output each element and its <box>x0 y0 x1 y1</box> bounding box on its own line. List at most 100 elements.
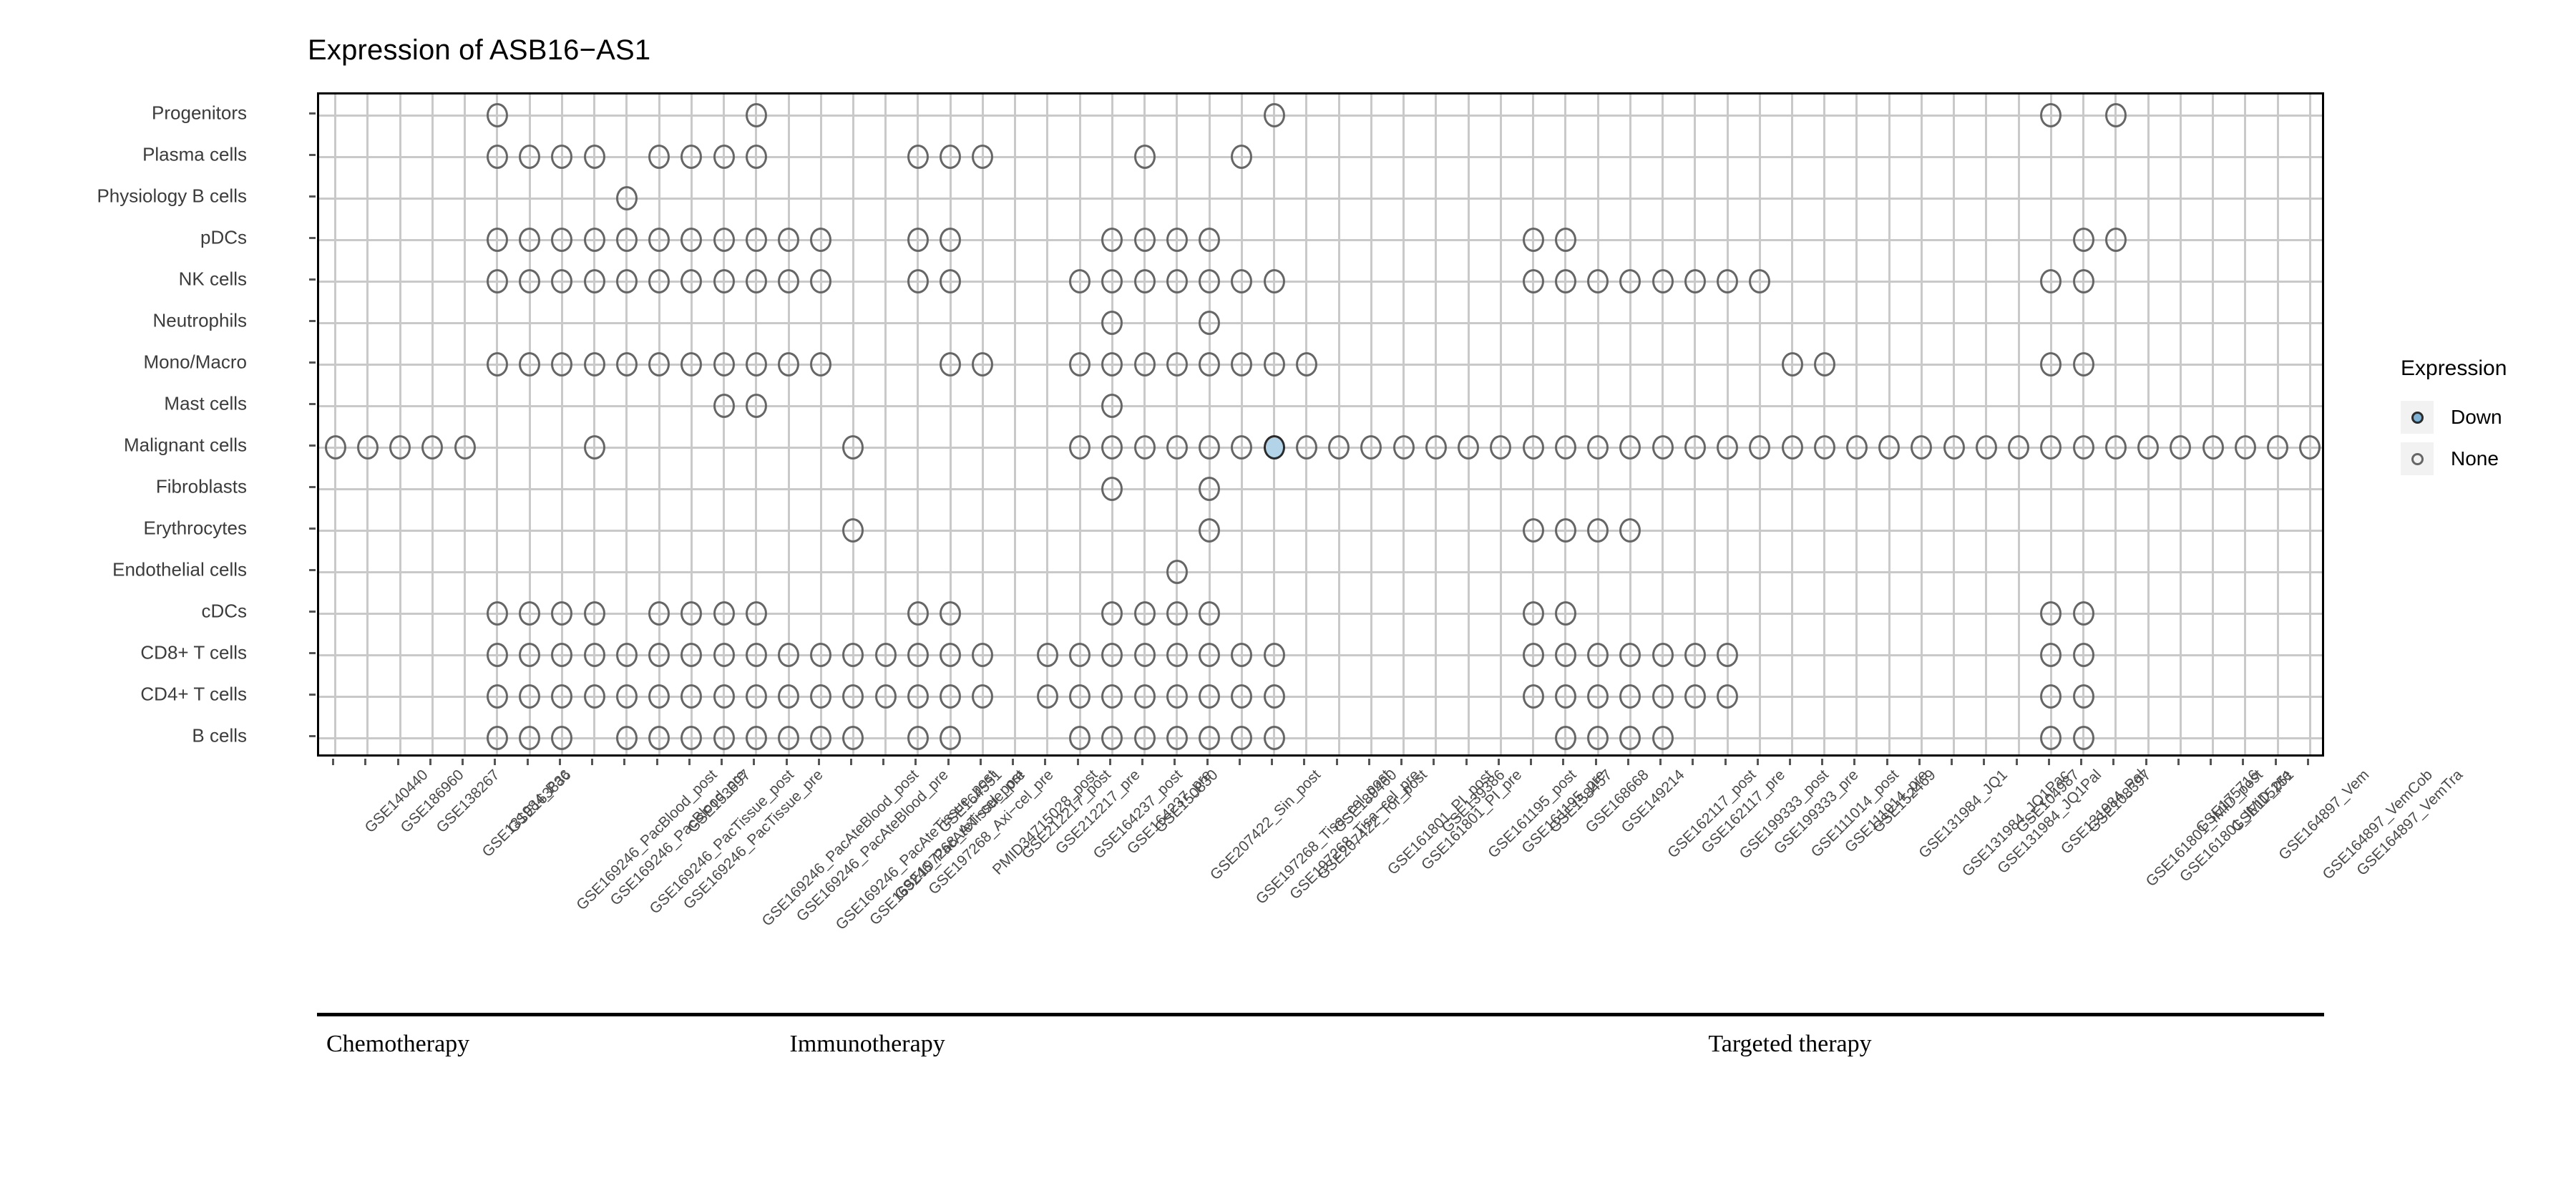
dot-none[interactable] <box>1781 352 1803 376</box>
dot-none[interactable] <box>551 145 573 169</box>
dot-none[interactable] <box>810 228 832 252</box>
dot-none[interactable] <box>1069 684 1091 709</box>
dot-none[interactable] <box>2072 435 2094 460</box>
dot-none[interactable] <box>1133 726 1156 750</box>
dot-none[interactable] <box>1101 477 1123 501</box>
dot-none[interactable] <box>713 352 735 376</box>
dot-none[interactable] <box>1684 269 1706 293</box>
dot-none[interactable] <box>615 186 638 210</box>
dot-none[interactable] <box>551 228 573 252</box>
dot-none[interactable] <box>648 145 670 169</box>
dot-none[interactable] <box>1652 435 1674 460</box>
dot-none[interactable] <box>680 269 703 293</box>
dot-none[interactable] <box>842 684 864 709</box>
dot-none[interactable] <box>940 352 962 376</box>
dot-none[interactable] <box>907 269 929 293</box>
dot-none[interactable] <box>2299 435 2321 460</box>
dot-none[interactable] <box>486 145 508 169</box>
dot-none[interactable] <box>1101 643 1123 667</box>
dot-none[interactable] <box>745 269 767 293</box>
dot-none[interactable] <box>486 103 508 127</box>
dot-none[interactable] <box>1392 435 1415 460</box>
dot-none[interactable] <box>1101 601 1123 626</box>
dot-none[interactable] <box>1619 643 1641 667</box>
dot-none[interactable] <box>1166 228 1188 252</box>
dot-none[interactable] <box>1360 435 1382 460</box>
dot-none[interactable] <box>2040 643 2062 667</box>
dot-none[interactable] <box>940 145 962 169</box>
dot-none[interactable] <box>1263 269 1285 293</box>
dot-none[interactable] <box>1813 352 1835 376</box>
dot-none[interactable] <box>2040 601 2062 626</box>
dot-none[interactable] <box>907 643 929 667</box>
dot-none[interactable] <box>615 643 638 667</box>
dot-none[interactable] <box>1717 643 1739 667</box>
dot-none[interactable] <box>519 643 541 667</box>
dot-none[interactable] <box>810 352 832 376</box>
dot-none[interactable] <box>907 684 929 709</box>
dot-none[interactable] <box>680 352 703 376</box>
dot-none[interactable] <box>1587 726 1609 750</box>
dot-none[interactable] <box>1522 643 1544 667</box>
dot-none[interactable] <box>2234 435 2256 460</box>
dot-none[interactable] <box>810 269 832 293</box>
dot-none[interactable] <box>1166 601 1188 626</box>
dot-none[interactable] <box>1619 269 1641 293</box>
dot-none[interactable] <box>1069 435 1091 460</box>
dot-none[interactable] <box>713 145 735 169</box>
dot-none[interactable] <box>842 643 864 667</box>
dot-none[interactable] <box>940 228 962 252</box>
dot-none[interactable] <box>778 726 799 750</box>
dot-none[interactable] <box>972 145 994 169</box>
dot-none[interactable] <box>1263 726 1285 750</box>
dot-none[interactable] <box>1943 435 1965 460</box>
dot-none[interactable] <box>2072 228 2094 252</box>
dot-none[interactable] <box>680 601 703 626</box>
dot-none[interactable] <box>1199 228 1221 252</box>
dot-none[interactable] <box>1199 269 1221 293</box>
dot-none[interactable] <box>2104 228 2127 252</box>
dot-none[interactable] <box>2040 684 2062 709</box>
dot-none[interactable] <box>551 684 573 709</box>
dot-none[interactable] <box>1975 435 1997 460</box>
dot-none[interactable] <box>615 352 638 376</box>
dot-none[interactable] <box>940 726 962 750</box>
dot-none[interactable] <box>551 269 573 293</box>
dot-none[interactable] <box>1101 228 1123 252</box>
dot-none[interactable] <box>1845 435 1868 460</box>
dot-none[interactable] <box>1587 643 1609 667</box>
dot-none[interactable] <box>1199 311 1221 335</box>
dot-none[interactable] <box>1231 435 1253 460</box>
dot-none[interactable] <box>1166 352 1188 376</box>
dot-none[interactable] <box>972 352 994 376</box>
dot-none[interactable] <box>389 435 411 460</box>
dot-none[interactable] <box>1652 684 1674 709</box>
dot-none[interactable] <box>2170 435 2192 460</box>
dot-none[interactable] <box>356 435 379 460</box>
dot-none[interactable] <box>1619 518 1641 543</box>
dot-none[interactable] <box>1166 643 1188 667</box>
dot-none[interactable] <box>486 643 508 667</box>
dot-none[interactable] <box>486 352 508 376</box>
dot-none[interactable] <box>1069 352 1091 376</box>
dot-none[interactable] <box>972 684 994 709</box>
dot-none[interactable] <box>1133 684 1156 709</box>
dot-none[interactable] <box>1133 435 1156 460</box>
dot-none[interactable] <box>1101 311 1123 335</box>
dot-none[interactable] <box>486 684 508 709</box>
dot-none[interactable] <box>519 228 541 252</box>
dot-none[interactable] <box>1166 269 1188 293</box>
dot-none[interactable] <box>810 684 832 709</box>
dot-none[interactable] <box>1166 684 1188 709</box>
dot-none[interactable] <box>680 643 703 667</box>
dot-none[interactable] <box>648 228 670 252</box>
dot-none[interactable] <box>745 228 767 252</box>
legend-item[interactable]: None <box>2401 438 2565 480</box>
dot-none[interactable] <box>1522 601 1544 626</box>
dot-none[interactable] <box>680 228 703 252</box>
dot-none[interactable] <box>1263 684 1285 709</box>
dot-none[interactable] <box>713 643 735 667</box>
dot-none[interactable] <box>907 145 929 169</box>
dot-none[interactable] <box>745 145 767 169</box>
dot-none[interactable] <box>1522 684 1544 709</box>
